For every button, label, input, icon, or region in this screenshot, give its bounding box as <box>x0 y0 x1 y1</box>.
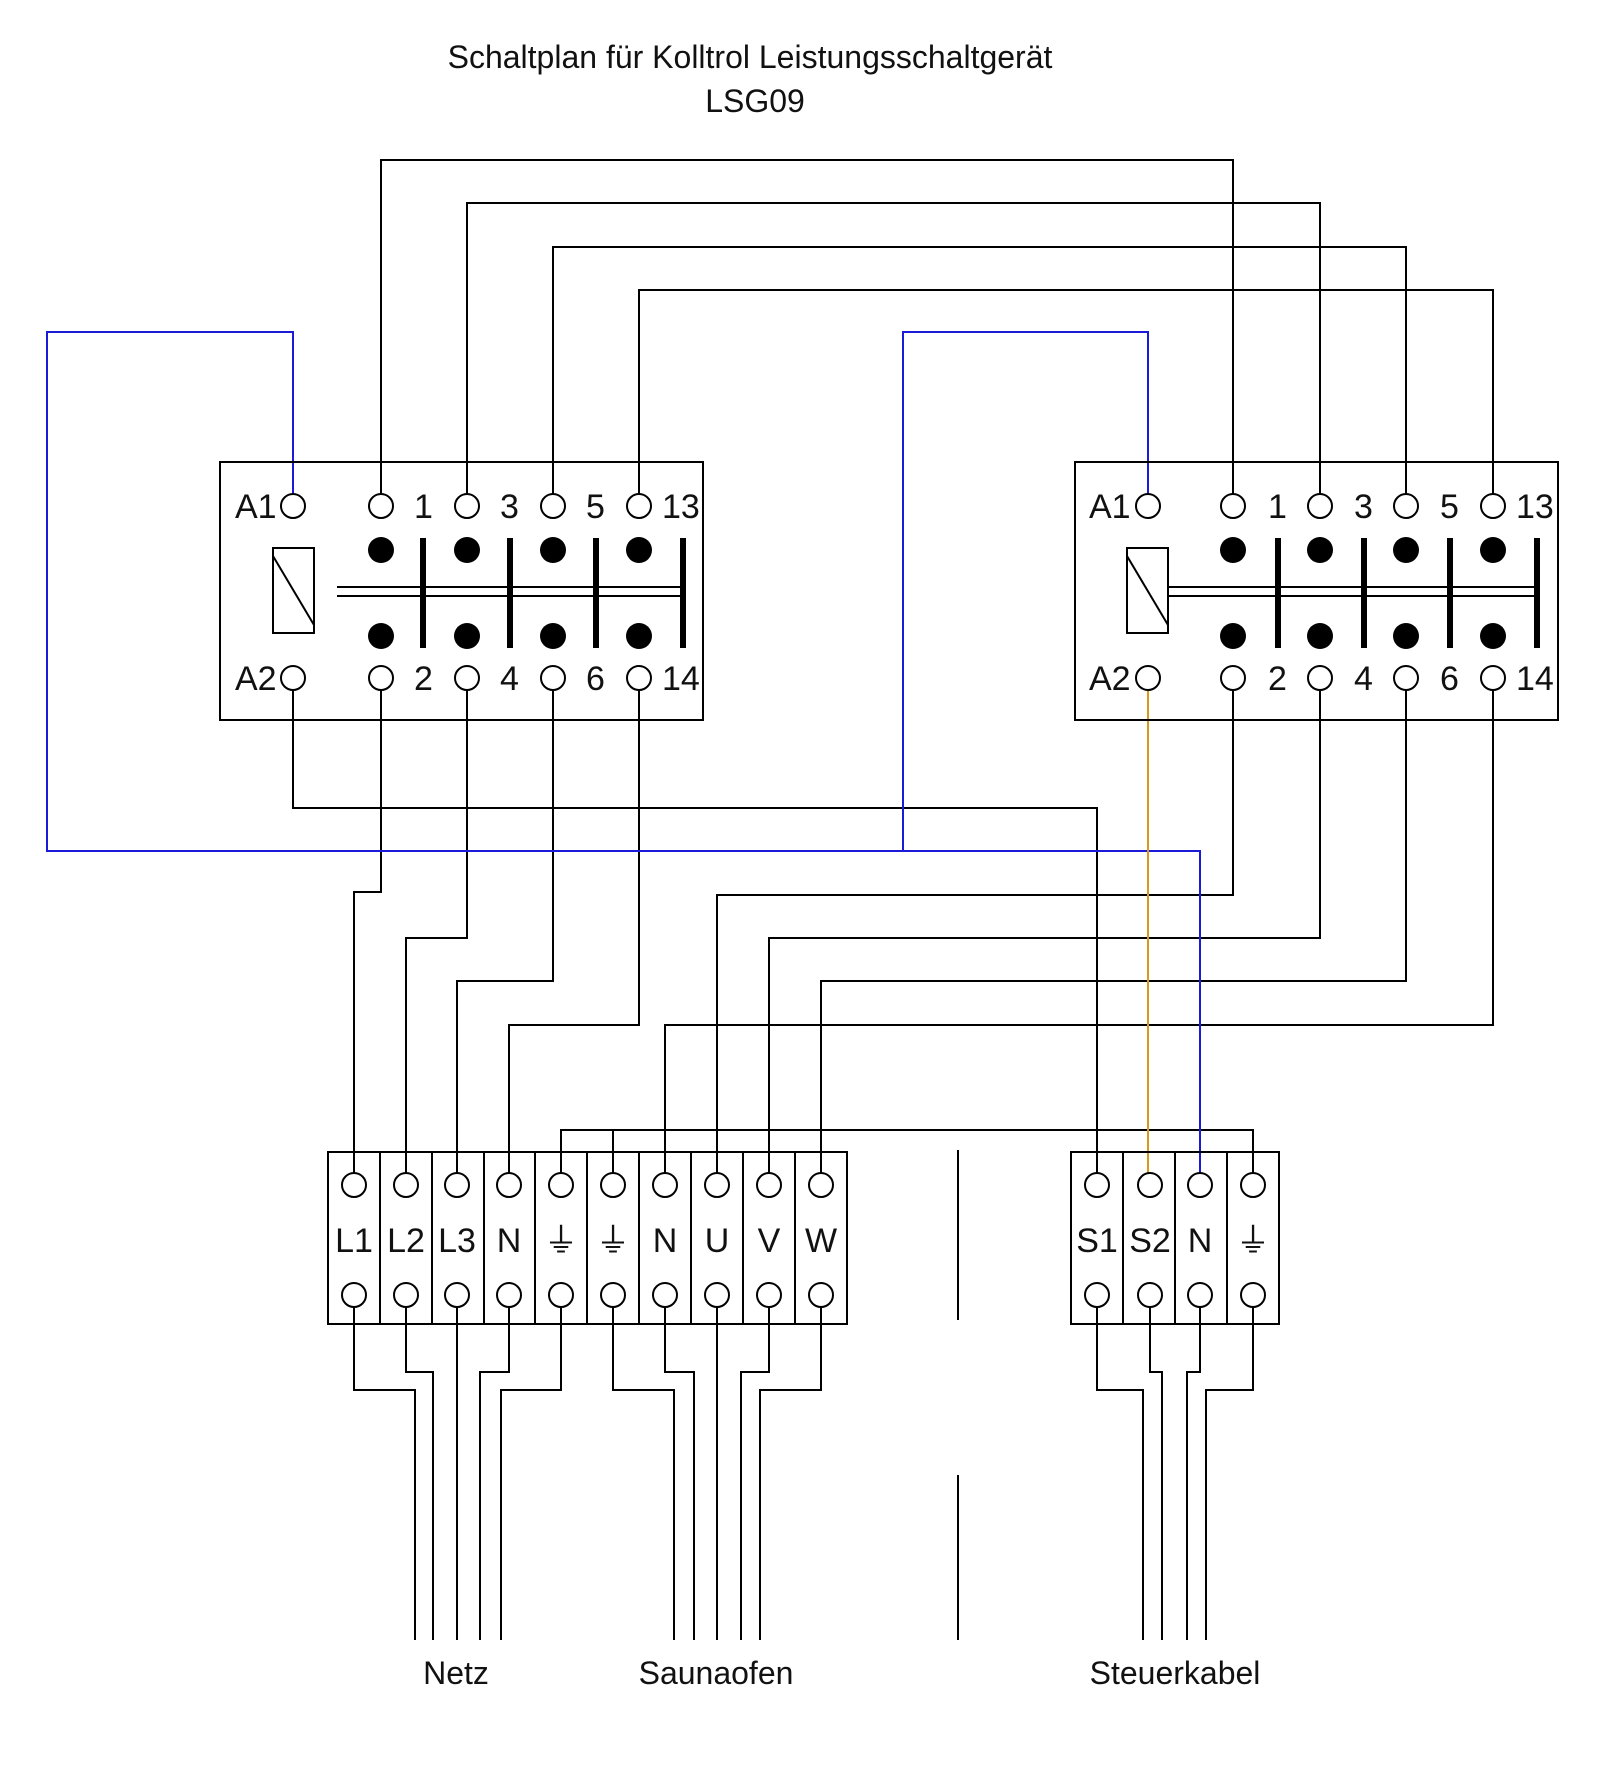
terminal-a2[interactable] <box>1135 665 1161 691</box>
label-3: 3 <box>500 488 519 526</box>
contactor-left: A1 A2 1 3 5 13 2 4 6 14 <box>219 461 704 721</box>
strip-label-s2: S2 <box>1129 1222 1171 1260</box>
label-3: 3 <box>1354 488 1373 526</box>
terminal-1[interactable] <box>1220 493 1246 519</box>
terminal-13[interactable] <box>1480 493 1506 519</box>
ground-icon: ⏚ <box>596 1222 630 1260</box>
label-saunaofen: Saunaofen <box>639 1655 794 1691</box>
terminal-3[interactable] <box>1307 493 1333 519</box>
terminal-3[interactable] <box>454 493 480 519</box>
terminal-1[interactable] <box>368 493 394 519</box>
strip-label-l2: L2 <box>387 1222 425 1260</box>
strip-terminal[interactable] <box>808 1282 834 1308</box>
strip-terminal[interactable] <box>393 1282 419 1308</box>
terminal-4[interactable] <box>454 665 480 691</box>
strip-label-w: W <box>805 1222 837 1260</box>
strip-terminal[interactable] <box>704 1172 730 1198</box>
contactor-housing <box>219 461 704 721</box>
label-1: 1 <box>414 488 433 526</box>
strip-terminal[interactable] <box>444 1172 470 1198</box>
strip-terminal[interactable] <box>1137 1172 1163 1198</box>
label-4: 4 <box>500 660 519 698</box>
ground-icon: ⏚ <box>1236 1222 1270 1260</box>
strip-label-u: U <box>705 1222 730 1260</box>
strip-label-l3: L3 <box>438 1222 476 1260</box>
coil-symbol <box>1126 547 1169 634</box>
strip-terminal[interactable] <box>548 1172 574 1198</box>
strip-terminal[interactable] <box>704 1282 730 1308</box>
label-5: 5 <box>586 488 605 526</box>
strip-label-v: V <box>758 1222 781 1260</box>
label-1: 1 <box>1268 488 1287 526</box>
strip-label-s1: S1 <box>1076 1222 1118 1260</box>
coil-symbol <box>272 547 315 634</box>
terminal-a2[interactable] <box>280 665 306 691</box>
strip-terminal[interactable] <box>756 1172 782 1198</box>
strip-terminal[interactable] <box>548 1282 574 1308</box>
label-a2: A2 <box>235 660 277 698</box>
strip-terminal[interactable] <box>652 1172 678 1198</box>
label-2: 2 <box>414 660 433 698</box>
label-14: 14 <box>662 660 700 698</box>
terminal-6[interactable] <box>1393 665 1419 691</box>
strip-label-l1: L1 <box>335 1222 373 1260</box>
label-13: 13 <box>662 488 700 526</box>
strip-terminal[interactable] <box>496 1172 522 1198</box>
strip-terminal[interactable] <box>341 1282 367 1308</box>
wires-blue <box>46 331 1201 1185</box>
terminal-14[interactable] <box>1480 665 1506 691</box>
ground-icon: ⏚ <box>544 1222 578 1260</box>
strip-terminal[interactable] <box>1240 1172 1266 1198</box>
strip-terminal[interactable] <box>1084 1282 1110 1308</box>
terminal-2[interactable] <box>368 665 394 691</box>
strip-terminal[interactable] <box>496 1282 522 1308</box>
strip-terminal[interactable] <box>808 1172 834 1198</box>
label-14: 14 <box>1516 660 1554 698</box>
strip-terminal[interactable] <box>1187 1172 1213 1198</box>
strip-label-n: N <box>1188 1222 1213 1260</box>
strip-terminal[interactable] <box>1240 1282 1266 1308</box>
label-2: 2 <box>1268 660 1287 698</box>
label-13: 13 <box>1516 488 1554 526</box>
strip-label-n: N <box>497 1222 522 1260</box>
terminal-14[interactable] <box>626 665 652 691</box>
terminal-2[interactable] <box>1220 665 1246 691</box>
terminal-13[interactable] <box>626 493 652 519</box>
label-steuerkabel: Steuerkabel <box>1090 1655 1261 1691</box>
terminal-a1[interactable] <box>280 493 306 519</box>
wires-black <box>292 159 1494 1640</box>
diagram-title: Schaltplan für Kolltrol Leistungsschaltg… <box>448 39 1053 75</box>
strip-terminal[interactable] <box>1084 1172 1110 1198</box>
strip-label-n: N <box>653 1222 678 1260</box>
label-6: 6 <box>586 660 605 698</box>
strip-terminal[interactable] <box>341 1172 367 1198</box>
terminal-6[interactable] <box>540 665 566 691</box>
terminal-a1[interactable] <box>1135 493 1161 519</box>
strip-terminal[interactable] <box>600 1172 626 1198</box>
contactor-right: A1 A2 1 3 5 13 2 4 6 14 <box>1074 461 1559 721</box>
terminal-4[interactable] <box>1307 665 1333 691</box>
strip-terminal[interactable] <box>393 1172 419 1198</box>
label-5: 5 <box>1440 488 1459 526</box>
contactor-housing <box>1074 461 1559 721</box>
strip-terminal[interactable] <box>600 1282 626 1308</box>
label-netz: Netz <box>423 1655 489 1691</box>
diagram-subtitle: LSG09 <box>705 83 805 119</box>
label-a1: A1 <box>235 488 277 526</box>
terminal-5[interactable] <box>540 493 566 519</box>
label-4: 4 <box>1354 660 1373 698</box>
terminal-5[interactable] <box>1393 493 1419 519</box>
strip-terminal[interactable] <box>1187 1282 1213 1308</box>
label-a2: A2 <box>1089 660 1131 698</box>
terminal-strip-main: L1 L2 L3 N ⏚ ⏚ N U V W <box>327 1151 848 1325</box>
label-a1: A1 <box>1089 488 1131 526</box>
strip-terminal[interactable] <box>1137 1282 1163 1308</box>
strip-terminal[interactable] <box>756 1282 782 1308</box>
strip-terminal[interactable] <box>652 1282 678 1308</box>
label-6: 6 <box>1440 660 1459 698</box>
terminal-strip-control: S1 S2 N ⏚ <box>1070 1151 1280 1325</box>
strip-terminal[interactable] <box>444 1282 470 1308</box>
